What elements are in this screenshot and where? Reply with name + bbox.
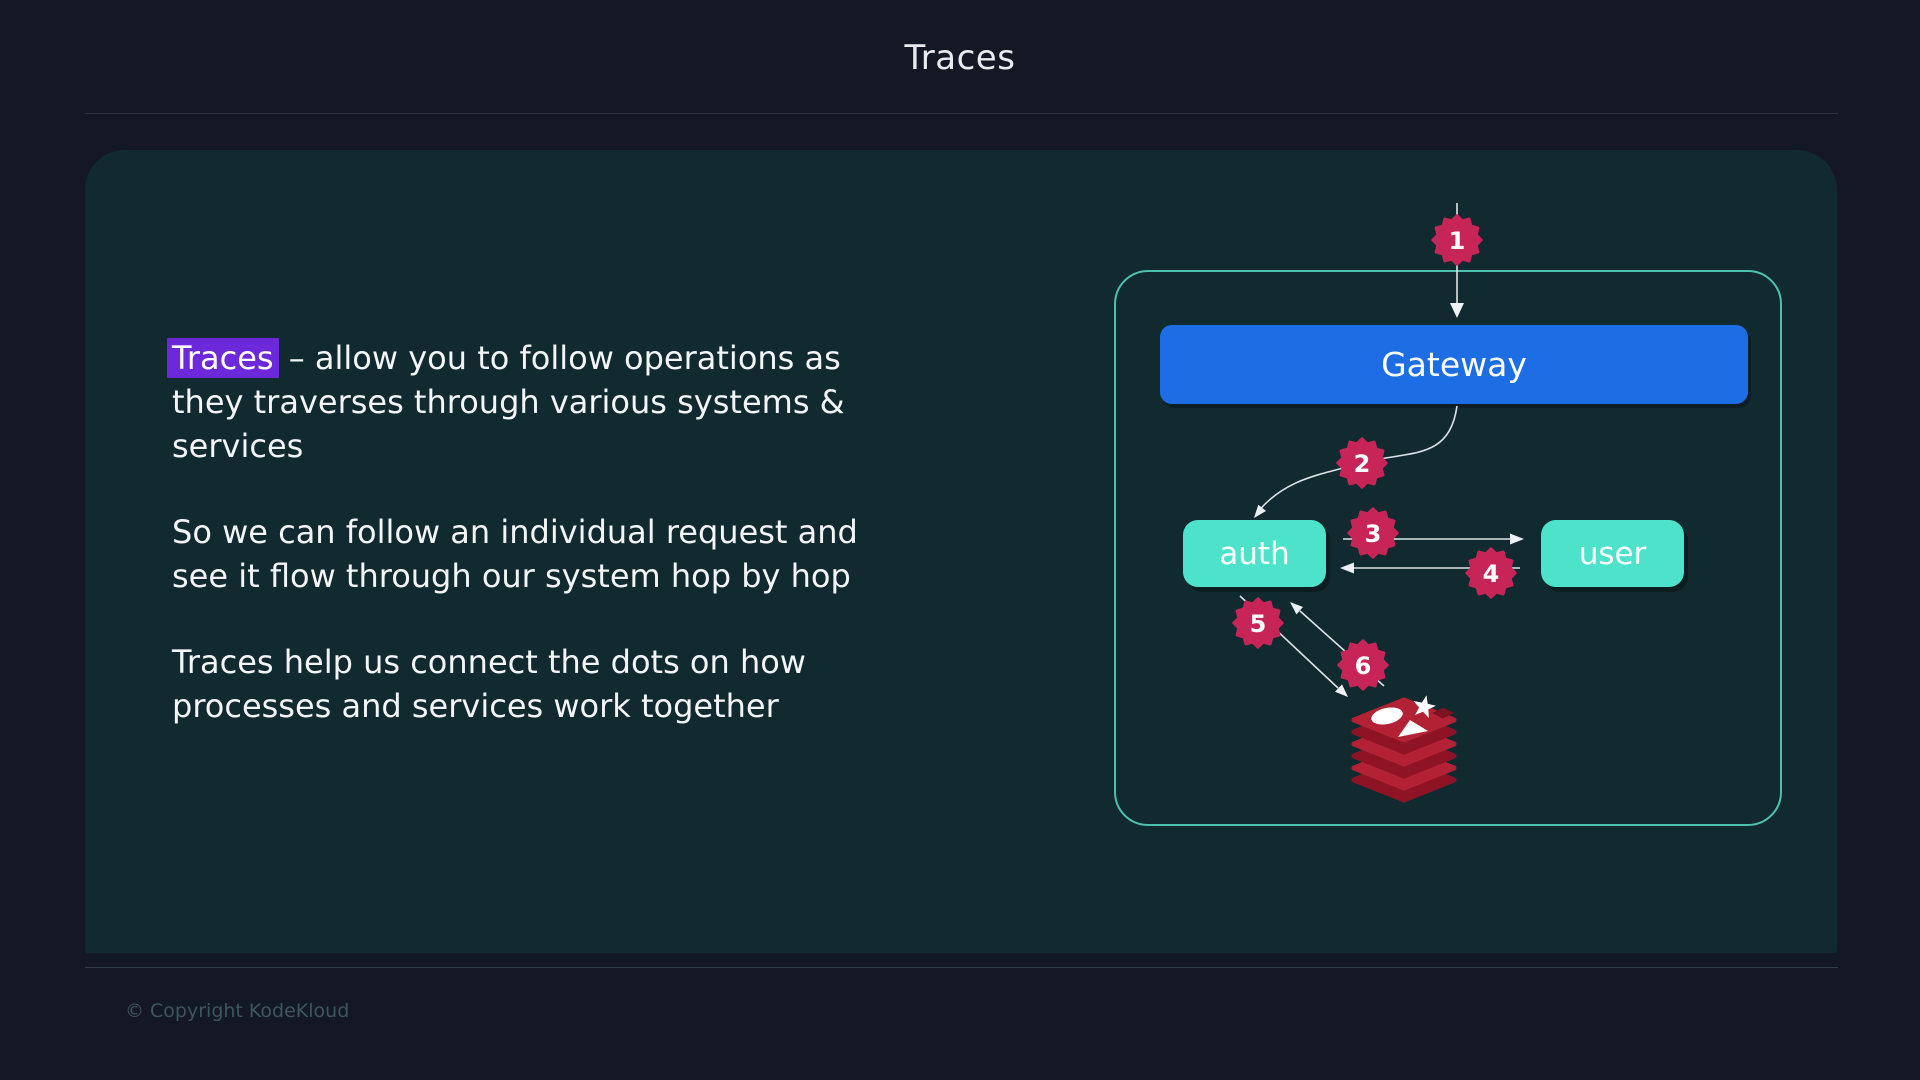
redis-database-icon	[1351, 695, 1457, 803]
svg-text:5: 5	[1250, 610, 1267, 638]
copyright-text: © Copyright KodeKloud	[125, 1000, 350, 1022]
arrowhead-left-icon	[1340, 562, 1354, 574]
redis-star-shape	[1413, 695, 1436, 718]
gateway-node: Gateway	[1160, 325, 1748, 404]
auth-service-node: auth	[1183, 520, 1326, 587]
arrowhead-right-icon	[1510, 533, 1524, 545]
step-badge-6: 6	[1337, 639, 1389, 691]
paragraph-connect-dots: Traces help us connect the dots on how p…	[172, 643, 806, 725]
step-badge-2: 2	[1336, 437, 1388, 489]
traces-highlight: Traces	[167, 338, 279, 378]
step-badge-3: 3	[1347, 507, 1399, 559]
arrowhead-up-left-icon	[1290, 602, 1303, 615]
flow-diagram-overlay: 1 2 3 4 5 6	[1232, 203, 1524, 803]
redis-ellipse-shape	[1371, 707, 1403, 725]
svg-text:1: 1	[1449, 227, 1466, 255]
traces-definition-rest: – allow you to follow operations as they…	[172, 339, 845, 465]
redis-hole-shape	[1432, 707, 1454, 719]
arrowhead-down-icon	[1450, 303, 1464, 318]
paragraph-follow-request: So we can follow an individual request a…	[172, 513, 858, 595]
svg-text:6: 6	[1355, 652, 1372, 680]
svg-text:3: 3	[1365, 520, 1382, 548]
svg-text:4: 4	[1483, 560, 1500, 588]
header-divider	[85, 113, 1838, 114]
footer-divider	[85, 967, 1838, 968]
flow-lines	[1239, 203, 1520, 689]
step-badge-1: 1	[1431, 214, 1483, 266]
arrowheads	[1254, 303, 1524, 697]
user-service-node: user	[1541, 520, 1684, 587]
paragraph-traces-definition: Traces – allow you to follow operations …	[167, 336, 1072, 468]
text-block: Traces – allow you to follow operations …	[167, 336, 1072, 770]
arrowhead-to-auth-icon	[1254, 504, 1266, 518]
svg-text:2: 2	[1354, 450, 1371, 478]
page-title: Traces	[904, 38, 1016, 78]
arrowhead-to-redis-icon	[1335, 684, 1348, 697]
step-badge-5: 5	[1232, 597, 1284, 649]
system-boundary-frame	[1114, 270, 1782, 826]
redis-triangle-shape	[1398, 720, 1428, 737]
step-badge-4: 4	[1465, 547, 1517, 599]
